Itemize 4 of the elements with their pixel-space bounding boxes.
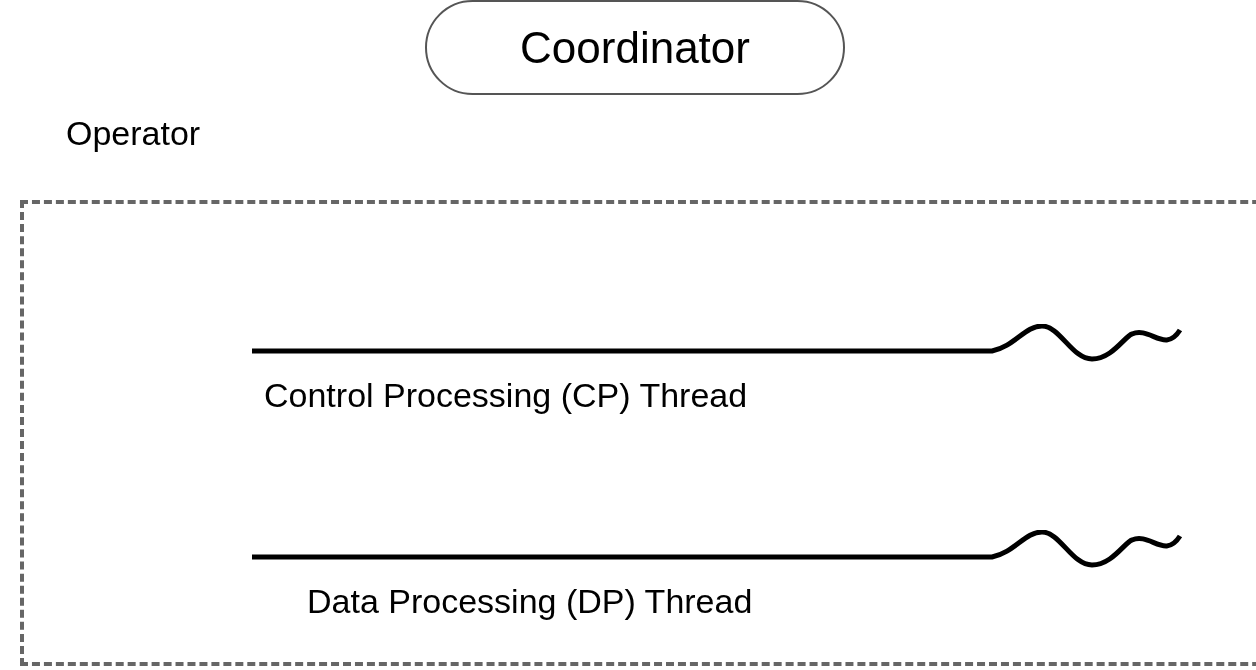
rounded-box: Coordinator: [425, 0, 845, 95]
thread-label: Data Processing (DP) Thread: [307, 582, 753, 621]
group-heading: Operator: [66, 114, 201, 153]
thread-label: Control Processing (CP) Thread: [264, 376, 748, 415]
